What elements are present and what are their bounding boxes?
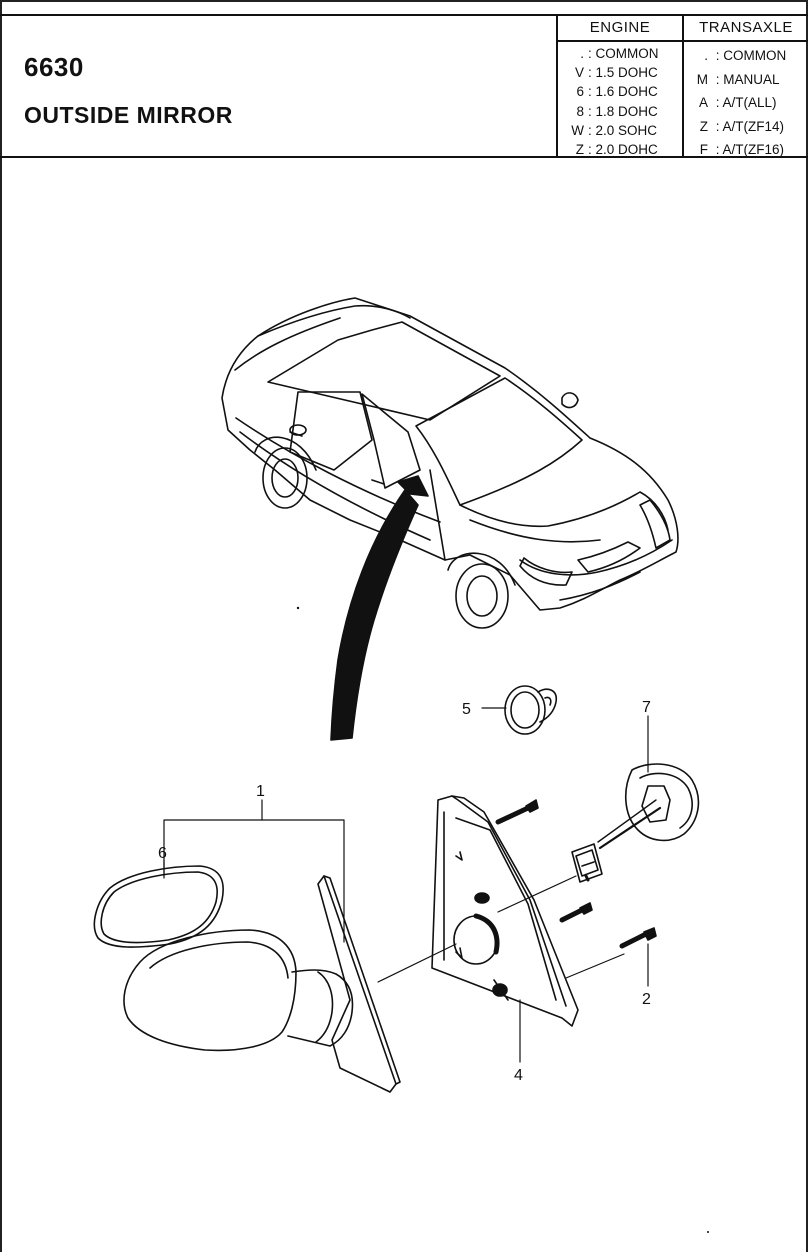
callout-2: 2 [642,991,651,1008]
transaxle-row: Z : A/T(ZF14) [684,115,808,139]
pointer-arrow [330,489,419,741]
engine-code: . [580,46,584,61]
callout-1: 1 [256,783,265,800]
part-number: 6630 [24,52,84,82]
transaxle-code: A [698,95,708,110]
transaxle-row: . : COMMON [684,44,808,68]
transaxle-desc: A/T(ALL) [722,95,777,110]
engine-desc: 2.0 DOHC [595,142,658,158]
transaxle-code: M [696,71,708,87]
callout-4: 4 [514,1067,523,1084]
engine-code: V [574,65,584,81]
engine-desc: COMMON [595,46,659,61]
engine-row: 6: 1.6 DOHC [558,82,682,101]
engine-desc: 1.6 DOHC [595,84,658,100]
engine-code: 8 [576,103,584,119]
part-1-mirror-housing [123,875,401,1093]
transaxle-desc: A/T(ZF16) [722,142,785,157]
transaxle-column: TRANSAXLE . : COMMON M : MANUAL A : A/T(… [682,16,808,157]
transaxle-desc: A/T(ZF14) [722,118,785,134]
page-title: OUTSIDE MIRROR [24,102,233,128]
part-4-mounting-plate [431,795,579,1027]
callout-5: 5 [462,701,471,718]
engine-code: Z [575,142,584,158]
engine-desc: 1.8 DOHC [595,103,658,119]
header: 6630 OUTSIDE MIRROR ENGINE .: COMMON V: … [0,14,808,158]
engine-row: W: 2.0 SOHC [558,121,682,140]
car-illustration [221,297,679,629]
part-7-switch-harness [571,763,700,883]
engine-row: V: 1.5 DOHC [558,63,682,82]
engine-column: ENGINE .: COMMON V: 1.5 DOHC 6: 1.6 DOHC… [556,16,682,159]
transaxle-desc: COMMON [723,48,787,63]
callouts: 1 2 4 5 6 7 [158,699,651,1084]
engine-row: 8: 1.8 DOHC [558,102,682,121]
engine-row: .: COMMON [558,44,682,63]
part-5-grommet [504,685,558,735]
transaxle-row: F : A/T(ZF16) [684,138,808,162]
spec-table: ENGINE .: COMMON V: 1.5 DOHC 6: 1.6 DOHC… [556,16,808,160]
leader-lines [163,707,649,1063]
transaxle-row: M : MANUAL [684,68,808,92]
part-2-screws [495,799,657,949]
engine-code: W [571,122,584,138]
callout-7: 7 [642,699,651,716]
transaxle-code: . [704,48,708,63]
transaxle-code: F [699,142,708,157]
part-6-mirror-glass [93,865,224,948]
engine-code: 6 [576,84,584,100]
callout-6: 6 [158,845,167,862]
engine-heading: ENGINE [558,16,682,42]
engine-desc: 1.5 DOHC [595,65,658,81]
engine-row: Z: 2.0 DOHC [558,140,682,159]
transaxle-row: A : A/T(ALL) [684,91,808,115]
exploded-diagram: 1 2 4 5 6 7 [93,297,709,1233]
transaxle-desc: MANUAL [723,71,780,87]
engine-desc: 2.0 SOHC [595,122,658,138]
transaxle-code: Z [699,118,708,134]
transaxle-heading: TRANSAXLE [684,16,808,42]
